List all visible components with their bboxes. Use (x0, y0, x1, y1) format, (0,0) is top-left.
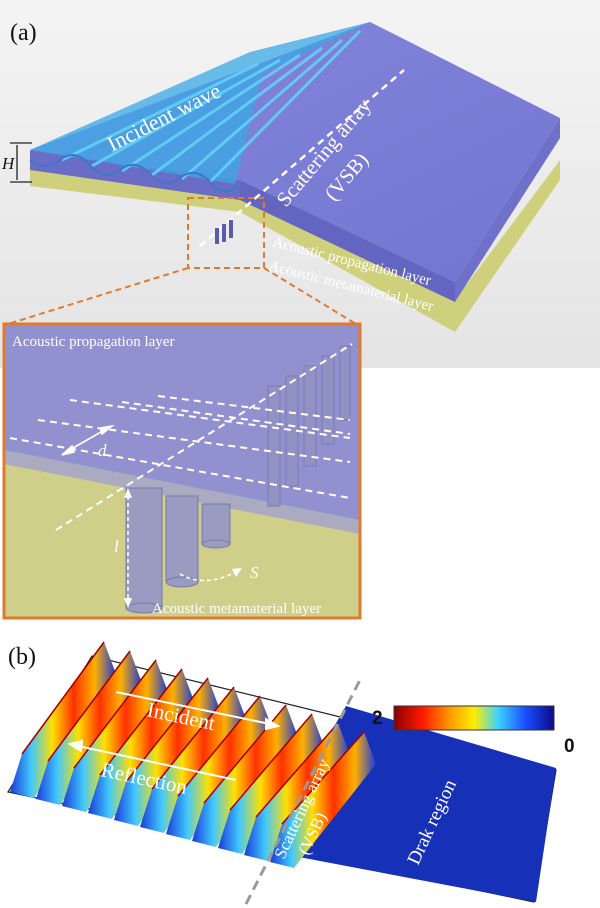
wave-ridge (218, 714, 324, 854)
incident-arrow (115, 691, 281, 731)
incident-wave-front-profile (29, 154, 239, 193)
d-dimension-arrow (61, 424, 115, 456)
panel-b: (b) Incident Reflection Scattering array… (7, 641, 575, 905)
inset-columns-front (125, 487, 231, 614)
wave-ridge-crest (73, 659, 157, 769)
wave-ridge (88, 669, 194, 819)
propagation-layer-side (455, 118, 560, 302)
wave-ridge-crest (203, 704, 287, 804)
propagation-layer-front-left (30, 150, 240, 200)
height-symbol: H (1, 154, 16, 173)
scattering-array-line (199, 69, 405, 247)
inset-panel: d l S Acoustic propagation layer Acousti… (2, 322, 362, 620)
propagation-layer-top (30, 22, 560, 282)
s-symbol: S (250, 563, 259, 582)
wave-ridge-crest (21, 641, 105, 755)
wave-ridge (10, 642, 116, 798)
inset-metamaterial-label: Acoustic metamaterial layer (152, 601, 321, 617)
wave-ridge-crest (255, 722, 339, 818)
inset-propagation-label: Acoustic propagation layer (12, 334, 174, 350)
l-arrow-head-bottom (124, 598, 132, 608)
vsb-pillars-small (215, 220, 233, 244)
wave-ridge (36, 651, 142, 805)
colorbar (393, 705, 555, 731)
inset-slab-edge (4, 450, 360, 534)
incident-wave-region (30, 22, 370, 184)
inset-dashed-lines (9, 343, 353, 531)
inset-border (2, 322, 362, 620)
panel-b-scattering-line (244, 675, 364, 905)
incident-wave-crests (61, 29, 362, 184)
wave-ridge-crest (229, 713, 313, 811)
colorbar-max-label: 2 (372, 708, 383, 729)
wave-ridge-crest (47, 650, 131, 762)
colorbar-min-label: 0 (564, 736, 575, 757)
l-arrow-head-top (124, 488, 132, 498)
wave-field (10, 641, 376, 868)
s-dimension-arrow (179, 571, 237, 582)
reflection-arrow (67, 739, 237, 781)
wave-ridge-crest (177, 695, 261, 797)
wave-ridge-crest (99, 668, 183, 776)
panel-a-tag: (a) (10, 20, 37, 46)
wave-ridge (114, 678, 220, 826)
l-symbol: l (114, 537, 119, 556)
panel-b-tag: (b) (8, 644, 36, 670)
zoom-line-left (7, 267, 189, 325)
panel-a: H (a) Incident wave Scattering array (VS… (0, 0, 600, 368)
s-arrow-head (232, 568, 242, 577)
wave-ridge (140, 687, 246, 833)
zoom-box (187, 197, 265, 269)
propagation-layer-front-right (240, 180, 455, 302)
wave-ridge (166, 696, 272, 840)
wave-ridge-crest (151, 686, 235, 790)
wave-ridge-crest (281, 731, 365, 825)
metamaterial-layer (30, 160, 560, 332)
zoom-line-right (263, 267, 357, 325)
height-marker (10, 142, 32, 183)
wave-ridge (192, 705, 298, 847)
wave-ridge (244, 723, 350, 861)
wave-ridge (270, 732, 376, 868)
wave-ridge-crest (125, 677, 209, 783)
d-symbol: d (98, 441, 107, 460)
